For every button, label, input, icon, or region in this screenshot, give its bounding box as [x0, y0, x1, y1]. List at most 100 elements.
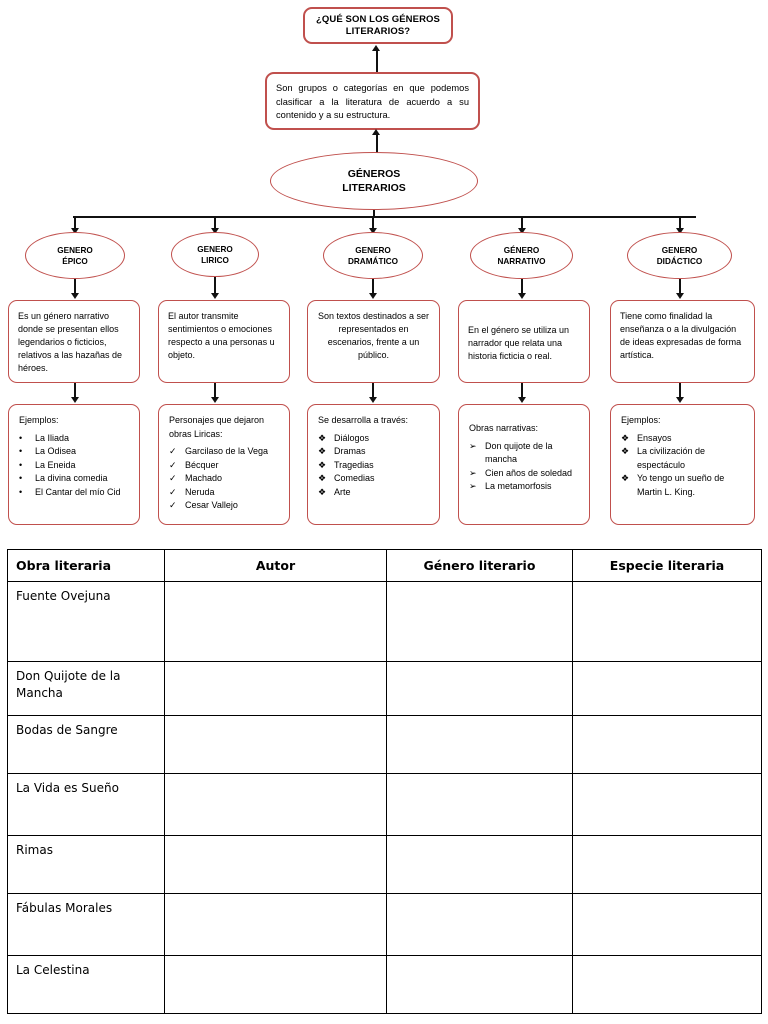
list-heading: Se desarrolla a través:: [318, 415, 409, 425]
column-header-especie: Especie literaria: [572, 549, 762, 582]
table-row: Bodas de Sangre: [7, 715, 762, 774]
branch-description-text: Tiene como finalidad la enseñanza o a la…: [620, 311, 742, 360]
branch-description-lirico: El autor transmite sentimientos o emocio…: [158, 300, 290, 383]
cell-especie[interactable]: [572, 955, 762, 1014]
list-item-label: Neruda: [185, 486, 215, 497]
list-item-label: La divina comedia: [35, 473, 108, 483]
cell-genero[interactable]: [386, 661, 573, 716]
branch-oval-epico: GENERO ÉPICO: [25, 232, 125, 279]
branch-oval-didactico: GENERO DIDÁCTICO: [627, 232, 732, 279]
connector-bus-to-branch-2: [214, 216, 216, 230]
connector-horizontal-bus: [73, 216, 696, 218]
cell-genero[interactable]: [386, 581, 573, 662]
arrow-down-icon: [211, 228, 219, 234]
cell-autor[interactable]: [164, 581, 387, 662]
list-item: ❖Arte: [318, 486, 431, 500]
branch-list-dramatico: Se desarrolla a través: ❖Diálogos ❖Drama…: [307, 404, 440, 525]
cell-autor[interactable]: [164, 893, 387, 956]
arrow-down-icon: [71, 293, 79, 299]
connector-oval-to-definition: [376, 133, 378, 153]
arrow-down-icon: [369, 228, 377, 234]
table-header-row: Obra literaria Autor Género literario Es…: [7, 549, 762, 582]
list-heading: Obras narrativas:: [469, 423, 539, 433]
cell-autor[interactable]: [164, 661, 387, 716]
list-item-label: Dramas: [334, 446, 366, 456]
bullet-icon: •: [19, 473, 23, 483]
cell-genero[interactable]: [386, 715, 573, 774]
list-item-label: Garcilaso de la Vega: [185, 446, 269, 456]
list-items: ❖Ensayos ❖La civilización de espectáculo…: [621, 432, 746, 500]
list-item-label: La Odisea: [35, 446, 77, 456]
cell-especie[interactable]: [572, 835, 762, 894]
branch-oval-label: GENERO DIDÁCTICO: [656, 245, 703, 266]
branch-description-narrativo: En el género se utiliza un narrador que …: [458, 300, 590, 383]
definition-text: Son grupos o categorías en que podemos c…: [276, 83, 469, 120]
cell-genero[interactable]: [386, 893, 573, 956]
table-row: La Vida es Sueño: [7, 773, 762, 836]
branch-description-text: El autor transmite sentimientos o emocio…: [168, 311, 275, 360]
cell-autor[interactable]: [164, 835, 387, 894]
connector-oval-to-desc-3: [372, 279, 374, 295]
branch-oval-narrativo: GÉNERO NARRATIVO: [470, 232, 573, 279]
cell-especie[interactable]: [572, 893, 762, 956]
cell-obra: Fábulas Morales: [7, 893, 165, 956]
cell-autor[interactable]: [164, 715, 387, 774]
list-item: ❖Yo tengo un sueño de Martin L. King.: [621, 472, 746, 499]
connector-oval-to-bus: [373, 210, 375, 218]
list-item-label: La Eneida: [35, 459, 76, 470]
list-item-label: La metamorfosis: [485, 481, 552, 491]
diamond-bullet-icon: ❖: [318, 446, 327, 456]
cell-especie[interactable]: [572, 773, 762, 836]
arrow-down-icon: [71, 397, 79, 403]
connector-bus-to-branch-3: [372, 216, 374, 230]
list-item: ✓ Machado: [169, 472, 281, 486]
cell-obra: Fuente Ovejuna: [7, 581, 165, 662]
connector-desc-to-list-1: [74, 383, 76, 399]
cell-especie[interactable]: [572, 581, 762, 662]
central-oval-text: GÉNEROS LITERARIOS: [342, 168, 406, 194]
list-item: •La Iliada: [19, 432, 131, 446]
list-item: ➢ La metamorfosis: [469, 480, 581, 494]
list-item: ✓Cesar Vallejo: [169, 499, 281, 513]
question-box-text: ¿QUÉ SON LOS GÉNEROS LITERARIOS?: [316, 13, 440, 37]
bullet-icon: •: [19, 432, 23, 443]
branch-list-narrativo: Obras narrativas: ➢Don quijote de la man…: [458, 404, 590, 525]
list-item: ❖Comedias: [318, 472, 431, 486]
cell-autor[interactable]: [164, 955, 387, 1014]
branch-description-text: En el género se utiliza un narrador que …: [468, 325, 570, 361]
obras-table: Obra literaria Autor Género literario Es…: [7, 549, 762, 1014]
list-item: ❖La civilización de espectáculo: [621, 445, 746, 472]
bullet-icon: •: [19, 486, 23, 497]
cell-genero[interactable]: [386, 955, 573, 1014]
branch-description-text: Es un género narrativo donde se presenta…: [18, 311, 123, 373]
cell-genero[interactable]: [386, 835, 573, 894]
connector-oval-to-desc-4: [521, 279, 523, 295]
cell-genero[interactable]: [386, 773, 573, 836]
cell-especie[interactable]: [572, 715, 762, 774]
cell-autor[interactable]: [164, 773, 387, 836]
arrow-bullet-icon: ➢: [469, 440, 477, 451]
list-item: ❖Tragedias: [318, 459, 431, 473]
list-item-label: Machado: [185, 473, 223, 483]
arrow-bullet-icon: ➢: [469, 481, 477, 491]
arrow-down-icon: [369, 397, 377, 403]
diamond-bullet-icon: ❖: [621, 446, 630, 456]
list-heading: Ejemplos:: [621, 415, 661, 425]
connector-oval-to-desc-1: [74, 279, 76, 295]
question-box: ¿QUÉ SON LOS GÉNEROS LITERARIOS?: [303, 7, 453, 44]
arrow-down-icon: [518, 397, 526, 403]
list-heading: Ejemplos:: [19, 415, 59, 425]
check-bullet-icon: ✓: [169, 473, 177, 483]
list-item: ✓Garcilaso de la Vega: [169, 445, 281, 459]
table-row: Fábulas Morales: [7, 893, 762, 956]
list-items: ❖Diálogos ❖Dramas ❖Tragedias ❖Comedias ❖…: [318, 432, 431, 500]
list-item: ✓Neruda: [169, 486, 281, 500]
diamond-bullet-icon: ❖: [318, 486, 327, 497]
check-bullet-icon: ✓: [169, 500, 177, 510]
cell-especie[interactable]: [572, 661, 762, 716]
arrow-up-icon: [372, 129, 380, 135]
arrow-down-icon: [71, 228, 79, 234]
connector-oval-to-desc-2: [214, 277, 216, 295]
list-item: •La Eneida: [19, 459, 131, 473]
